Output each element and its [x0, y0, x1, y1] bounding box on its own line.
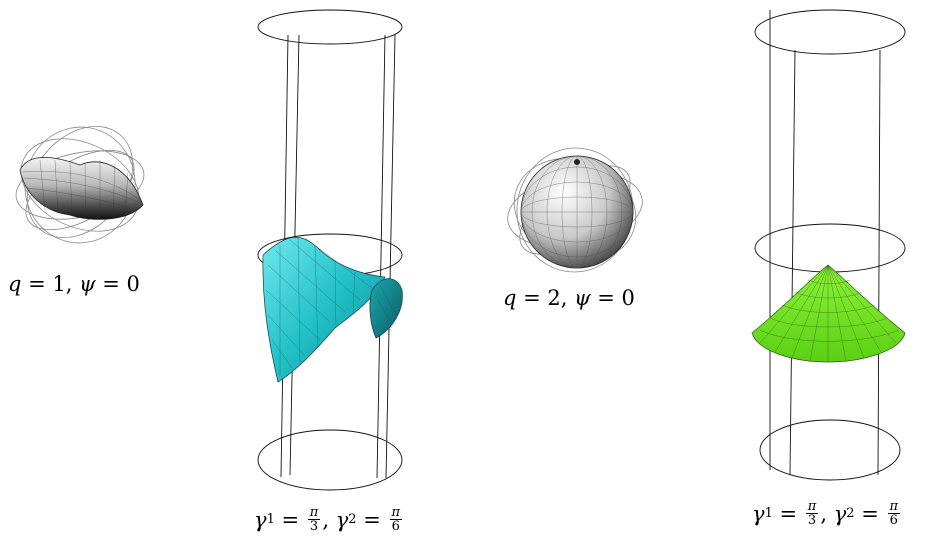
caption-eq: = [356, 507, 388, 532]
caption-gamma: γ [752, 501, 765, 526]
panel-d-cone [751, 264, 906, 363]
panel-a-blob [19, 156, 144, 220]
caption-eq: = [854, 501, 886, 526]
caption-eq: = 1, [21, 272, 80, 296]
panel-d-cylinder [754, 9, 906, 481]
caption-separator: , [820, 501, 834, 526]
caption-psi: ψ [574, 286, 591, 310]
caption-eq: = [772, 501, 804, 526]
fraction-numerator: π [307, 505, 321, 520]
panel-b-surface [262, 236, 403, 383]
fraction-numerator: π [389, 505, 403, 520]
caption-q: q [503, 286, 517, 310]
caption-eq: = [274, 507, 306, 532]
fraction-denominator: 3 [807, 513, 817, 528]
caption-separator: , [322, 507, 336, 532]
fraction-numerator: π [887, 499, 901, 514]
panel-c-sphere [520, 155, 634, 269]
caption-subscript: 1 [764, 506, 773, 521]
caption-eq: = 2, [516, 286, 575, 310]
caption-panel-c: q = 2, ψ = 0 [503, 286, 635, 310]
caption-panel-a: q = 1, ψ = 0 [8, 272, 140, 296]
caption-gamma: γ [833, 501, 847, 526]
caption-psi: ψ [79, 272, 96, 296]
caption-eq: = 0 [95, 272, 140, 296]
caption-subscript: 2 [846, 506, 855, 521]
caption-subscript: 1 [266, 512, 275, 527]
caption-q: q [8, 272, 22, 296]
fraction-numerator: π [805, 499, 819, 514]
caption-gamma: γ [254, 507, 267, 532]
fraction-denominator: 3 [309, 519, 319, 534]
fraction-denominator: 6 [889, 513, 898, 528]
caption-subscript: 2 [348, 512, 357, 527]
fraction-denominator: 6 [391, 519, 400, 534]
caption-eq: = 0 [590, 286, 635, 310]
caption-gamma: γ [335, 507, 349, 532]
